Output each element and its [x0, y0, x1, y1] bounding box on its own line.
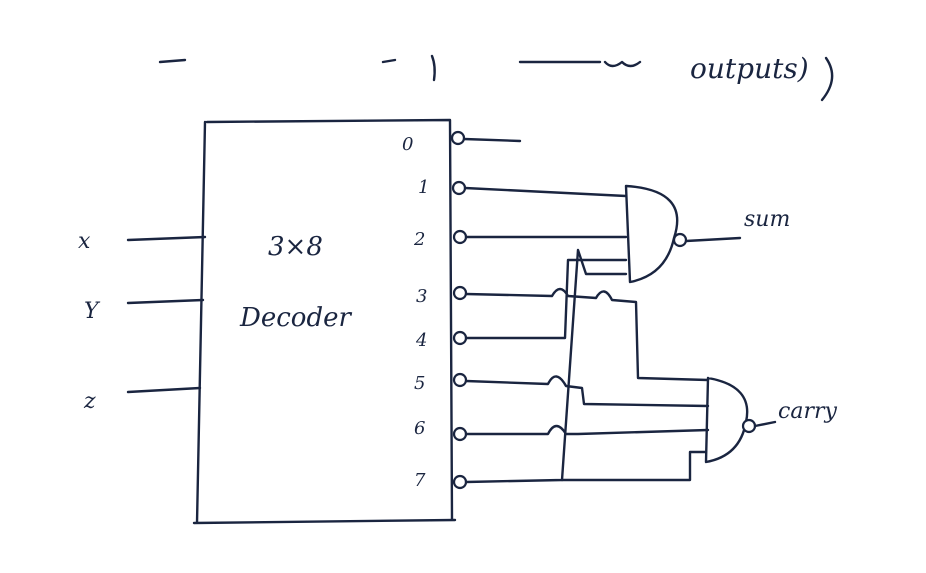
- output-index-0: 0: [402, 134, 413, 155]
- input-label-y: Y: [84, 299, 101, 324]
- carry-gate-bubble: [741, 418, 757, 434]
- header-text: outputs): [690, 52, 809, 85]
- header-strokes: [158, 54, 834, 102]
- carry-label: carry: [778, 399, 837, 424]
- output-index-2: 2: [413, 229, 425, 250]
- output-bubbles: [450, 130, 468, 490]
- output-index-5: 5: [414, 373, 425, 394]
- input-label-x: x: [78, 229, 91, 254]
- wires: [462, 137, 710, 484]
- carry-nand-gate: [704, 376, 749, 464]
- carry-output-line: [753, 420, 777, 428]
- input-lines: [126, 235, 207, 394]
- decoder-label-name: Decoder: [239, 303, 352, 333]
- sum-output-line: [684, 236, 742, 243]
- output-index-6: 6: [414, 418, 425, 439]
- sum-nand-gate: [624, 184, 679, 284]
- output-index-4: 4: [415, 330, 427, 351]
- decoder-box: [192, 118, 457, 525]
- decoder-label-size: 3×8: [268, 232, 323, 262]
- output-index-7: 7: [414, 470, 426, 491]
- output-index-3: 3: [416, 286, 427, 307]
- output-index-1: 1: [418, 177, 429, 198]
- input-label-z: z: [83, 389, 96, 414]
- sum-label: sum: [744, 207, 790, 232]
- sum-gate-bubble: [672, 232, 688, 248]
